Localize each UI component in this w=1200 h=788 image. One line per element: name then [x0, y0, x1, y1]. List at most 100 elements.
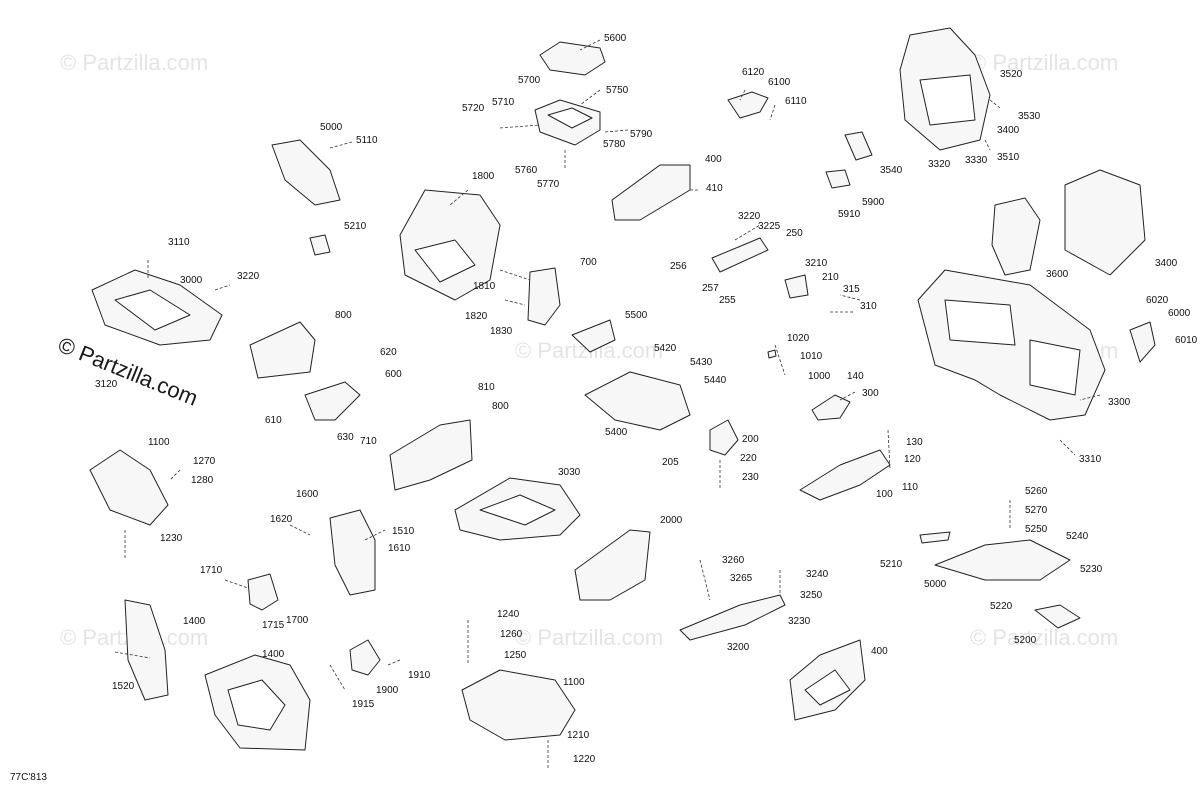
part-5240-shape — [934, 539, 1071, 581]
part-250-shape — [711, 237, 769, 273]
callout-3000: 3000 — [180, 275, 203, 286]
callout-3030: 3030 — [558, 467, 581, 478]
callout-110: 110 — [902, 482, 918, 493]
callout-6120: 6120 — [742, 67, 765, 78]
callout-1610: 1610 — [388, 543, 411, 554]
callout-1210: 1210 — [567, 730, 590, 741]
callout-3220-left: 3220 — [237, 271, 260, 282]
callout-5260: 5260 — [1025, 486, 1048, 497]
callout-1010: 1010 — [800, 351, 823, 362]
callout-1800: 1800 — [472, 171, 495, 182]
callout-1260: 1260 — [500, 629, 523, 640]
part-1100-upper-shape — [89, 449, 169, 526]
callout-315: 315 — [843, 284, 860, 295]
callout-5420: 5420 — [654, 343, 677, 354]
callout-3400: 3400 — [997, 125, 1020, 136]
callout-5250: 5250 — [1025, 524, 1048, 535]
callout-3230: 3230 — [788, 616, 811, 627]
callout-5440: 5440 — [704, 375, 727, 386]
callout-5200: 5200 — [1014, 635, 1037, 646]
callout-610: 610 — [265, 415, 282, 426]
callout-200: 200 — [742, 434, 759, 445]
callout-1510: 1510 — [392, 526, 415, 537]
part-3200-shape — [679, 594, 786, 641]
callout-1000: 1000 — [808, 371, 831, 382]
callout-1520: 1520 — [112, 681, 135, 692]
callout-5110: 5110 — [356, 135, 378, 146]
callout-5770: 5770 — [537, 179, 560, 190]
part-1600-shape — [329, 509, 376, 596]
callout-1710: 1710 — [200, 565, 223, 576]
callout-3540: 3540 — [880, 165, 903, 176]
callout-3400-right: 3400 — [1155, 258, 1178, 269]
callout-5720: 5720 — [462, 103, 485, 114]
watermark-faint: © Partzilla.com — [970, 625, 1119, 650]
callout-250: 250 — [786, 228, 803, 239]
callout-3210: 3210 — [805, 258, 828, 269]
watermark-faint: © Partzilla.com — [515, 625, 664, 650]
part-5200-shape — [1034, 604, 1081, 629]
callout-1820: 1820 — [465, 311, 488, 322]
part-5210-shape — [309, 234, 331, 256]
callout-3220: 3220 — [738, 211, 761, 222]
callout-6010: 6010 — [1175, 335, 1198, 346]
part-700-shape — [527, 267, 561, 326]
callout-1620: 1620 — [270, 514, 293, 525]
part-300-shape — [811, 394, 851, 421]
callout-5000-right: 5000 — [924, 579, 947, 590]
callout-5210-right: 5210 — [880, 559, 903, 570]
callout-1100-upper: 1100 — [148, 437, 170, 448]
callout-220: 220 — [740, 453, 757, 464]
callout-300: 300 — [862, 388, 879, 399]
callout-205: 205 — [662, 457, 679, 468]
callout-1700: 1700 — [286, 615, 309, 626]
callout-1915: 1915 — [352, 699, 375, 710]
callout-5230: 5230 — [1080, 564, 1103, 575]
callout-5220: 5220 — [990, 601, 1013, 612]
callout-310: 310 — [860, 301, 877, 312]
part-5000-left-shape — [271, 139, 341, 206]
callout-1020: 1020 — [787, 333, 810, 344]
part-3600-shape — [991, 197, 1041, 276]
callout-5210: 5210 — [344, 221, 367, 232]
part-1900-shape — [349, 639, 381, 676]
callout-1600: 1600 — [296, 489, 319, 500]
part-2000-shape — [574, 529, 651, 601]
callout-1250: 1250 — [504, 650, 527, 661]
callout-3330: 3330 — [965, 155, 988, 166]
callout-3510: 3510 — [997, 152, 1020, 163]
callout-5500: 5500 — [625, 310, 648, 321]
callout-1220: 1220 — [573, 754, 596, 765]
part-3210-shape — [784, 274, 809, 299]
callout-3300: 3300 — [1108, 397, 1131, 408]
callout-130: 130 — [906, 437, 923, 448]
callout-600: 600 — [385, 369, 402, 380]
callout-120: 120 — [904, 454, 921, 465]
callout-3110: 3110 — [168, 237, 190, 248]
callout-1270: 1270 — [193, 456, 216, 467]
callout-1810: 1810 — [473, 281, 496, 292]
part-3400-right-shape — [1064, 169, 1146, 276]
part-5600-shape — [539, 41, 606, 76]
callout-3120: 3120 — [95, 379, 118, 390]
callout-3265: 3265 — [730, 573, 753, 584]
callout-5270: 5270 — [1025, 505, 1048, 516]
callout-3520: 3520 — [1000, 69, 1023, 80]
part-400-upper-shape — [611, 164, 691, 221]
callout-257: 257 — [702, 283, 719, 294]
callout-5000: 5000 — [320, 122, 343, 133]
callout-1910: 1910 — [408, 670, 431, 681]
callout-1830: 1830 — [490, 326, 513, 337]
part-5400-shape — [584, 371, 691, 431]
callout-5750: 5750 — [606, 85, 629, 96]
callout-5790: 5790 — [630, 129, 653, 140]
part-600-shape — [304, 381, 361, 421]
callout-5910: 5910 — [838, 209, 861, 220]
callout-3225: 3225 — [758, 221, 781, 232]
callout-3240: 3240 — [806, 569, 829, 580]
callout-710: 710 — [360, 436, 377, 447]
part-800-left-shape — [249, 321, 316, 379]
callout-5710: 5710 — [492, 97, 515, 108]
callout-6110: 6110 — [785, 96, 807, 107]
